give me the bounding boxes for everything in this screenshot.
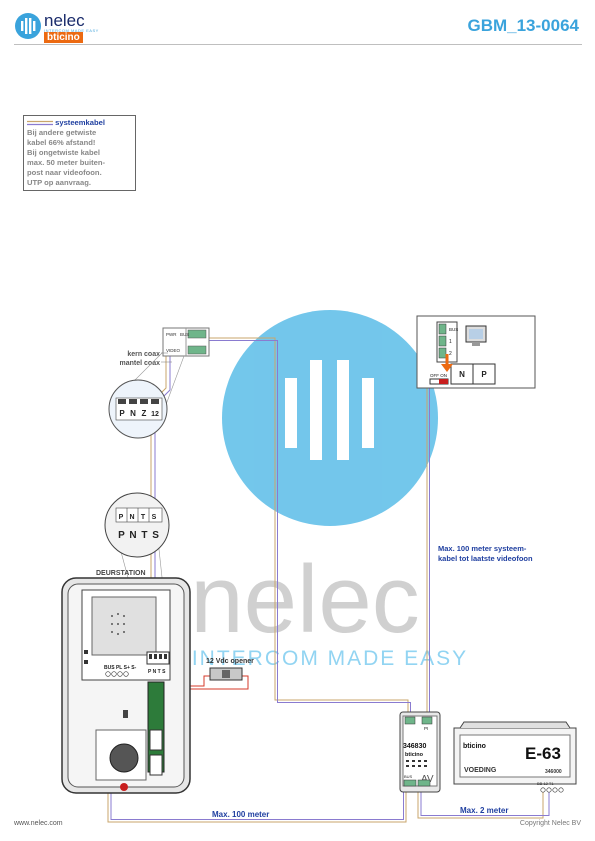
door-opener: 12 Vdc opener: [206, 658, 254, 681]
videophone-terminal: BUS: [449, 327, 458, 332]
videophone-terminal: 1: [449, 339, 452, 345]
power-switch-label: OFF ON: [430, 373, 447, 378]
power-supply: bticino E-63 VOEDING 346000 BB 12 T1: [453, 721, 577, 793]
coax-shield-label: mantel coax: [120, 360, 161, 367]
door-terminal-block: [146, 651, 170, 665]
interface-module: PI 346830 bticino AV BUS: [399, 711, 441, 793]
interface-av-label: AV: [421, 774, 434, 785]
interface-brand: bticino: [405, 752, 424, 758]
door-bottom-terminals: BUS PL S+ S-: [104, 665, 137, 671]
bticino-logo: bticino: [44, 32, 83, 43]
note-title-row: systeemkabel: [27, 118, 132, 128]
videophone-terminal: 2: [449, 351, 452, 357]
supply-cable-a: [417, 792, 544, 819]
door-zoom-caption: P N T S: [118, 530, 160, 541]
note-line: UTP op aanvraag.: [27, 178, 92, 187]
videophone-distance-note-1: Max. 100 meter systeem-: [438, 544, 527, 553]
module-terminal-zoom: P N Z 12: [108, 351, 185, 439]
interface-pi-label: PI: [424, 726, 428, 731]
module-terminal-label: 12: [151, 411, 159, 418]
footer-copyright: Copyright Nelec BV: [519, 820, 581, 827]
power-supply-model: E-63: [525, 744, 561, 763]
note-line: Bij ongetwiste kabel: [27, 148, 101, 157]
interface-code: 346830: [403, 743, 426, 750]
call-button-icon[interactable]: [120, 783, 128, 791]
door-run-distance: Max. 100 meter: [212, 810, 269, 819]
system-cable-a: [208, 337, 409, 712]
footer-website: www.nelec.com: [14, 820, 63, 827]
module-power-label: PWR: [166, 332, 177, 337]
door-zoom-terminal: S: [152, 514, 157, 521]
system-cable-b: [208, 340, 411, 712]
door-zoom-terminal: P: [119, 514, 124, 521]
system-cable-note: systeemkabel Bij andere getwiste kabel 6…: [23, 115, 136, 191]
videophone-distance-note-2: kabel tot laatste videofoon: [438, 554, 533, 563]
door-station-label: DEURSTATION: [96, 570, 146, 577]
note-line: max. 50 meter buiten-: [27, 158, 106, 167]
coax-core-label: kern coax: [127, 351, 160, 358]
module-terminal-label: N: [130, 409, 136, 418]
nelec-logo-icon: [15, 13, 41, 39]
speaker-grille: [91, 596, 157, 656]
module-terminal-label: Z: [142, 409, 147, 418]
watermark-word: nelec: [190, 546, 420, 653]
note-line: post naar videofoon.: [27, 168, 102, 177]
module-terminal-label: P: [119, 409, 125, 418]
system-cable-legend-icon: [27, 120, 53, 126]
note-line: Bij andere getwiste: [27, 128, 97, 137]
power-supply-code: 346000: [545, 769, 562, 775]
video-module: BUS PWR VIDEO kern coax mantel coax: [120, 327, 210, 367]
watermark: nelec INTERCOM MADE EASY: [190, 310, 468, 670]
supply-n-label: N: [459, 370, 465, 379]
videophone: BUS 1 2 OFF ON N P: [416, 315, 536, 389]
power-supply-label: VOEDING: [464, 767, 497, 774]
door-side-terminals: P N T S: [148, 669, 166, 675]
camera-lens-icon: [109, 743, 139, 773]
supply-run-distance: Max. 2 meter: [460, 806, 508, 815]
logo-tagline: INTERCOM MADE EASY: [44, 28, 99, 33]
power-supply-brand: bticino: [463, 743, 486, 750]
supply-cable-b: [420, 792, 550, 816]
module-video-label: VIDEO: [166, 348, 181, 353]
module-bus-label: BUS: [180, 332, 189, 337]
door-station: DEURSTATION P N T S BUS PL S+ S-: [61, 570, 191, 794]
door-zoom-terminal: T: [141, 514, 146, 521]
interface-bus-label: BUS: [404, 774, 413, 779]
door-zoom-terminal: N: [129, 514, 134, 521]
document-code: GBM_13-0064: [467, 16, 579, 35]
door-zoom-circle: [104, 492, 170, 558]
logo-wordmark: nelec: [44, 11, 85, 30]
supply-p-label: P: [481, 370, 487, 379]
note-title: systeemkabel: [55, 118, 105, 127]
opener-label: 12 Vdc opener: [206, 658, 254, 665]
watermark-bars-icon: [285, 360, 374, 460]
note-line: kabel 66% afstand!: [27, 138, 96, 147]
power-supply-terminals: BB 12 T1: [537, 781, 554, 786]
header-divider: [14, 44, 582, 45]
watermark-circle: [222, 310, 438, 526]
watermark-tagline: INTERCOM MADE EASY: [192, 647, 468, 670]
